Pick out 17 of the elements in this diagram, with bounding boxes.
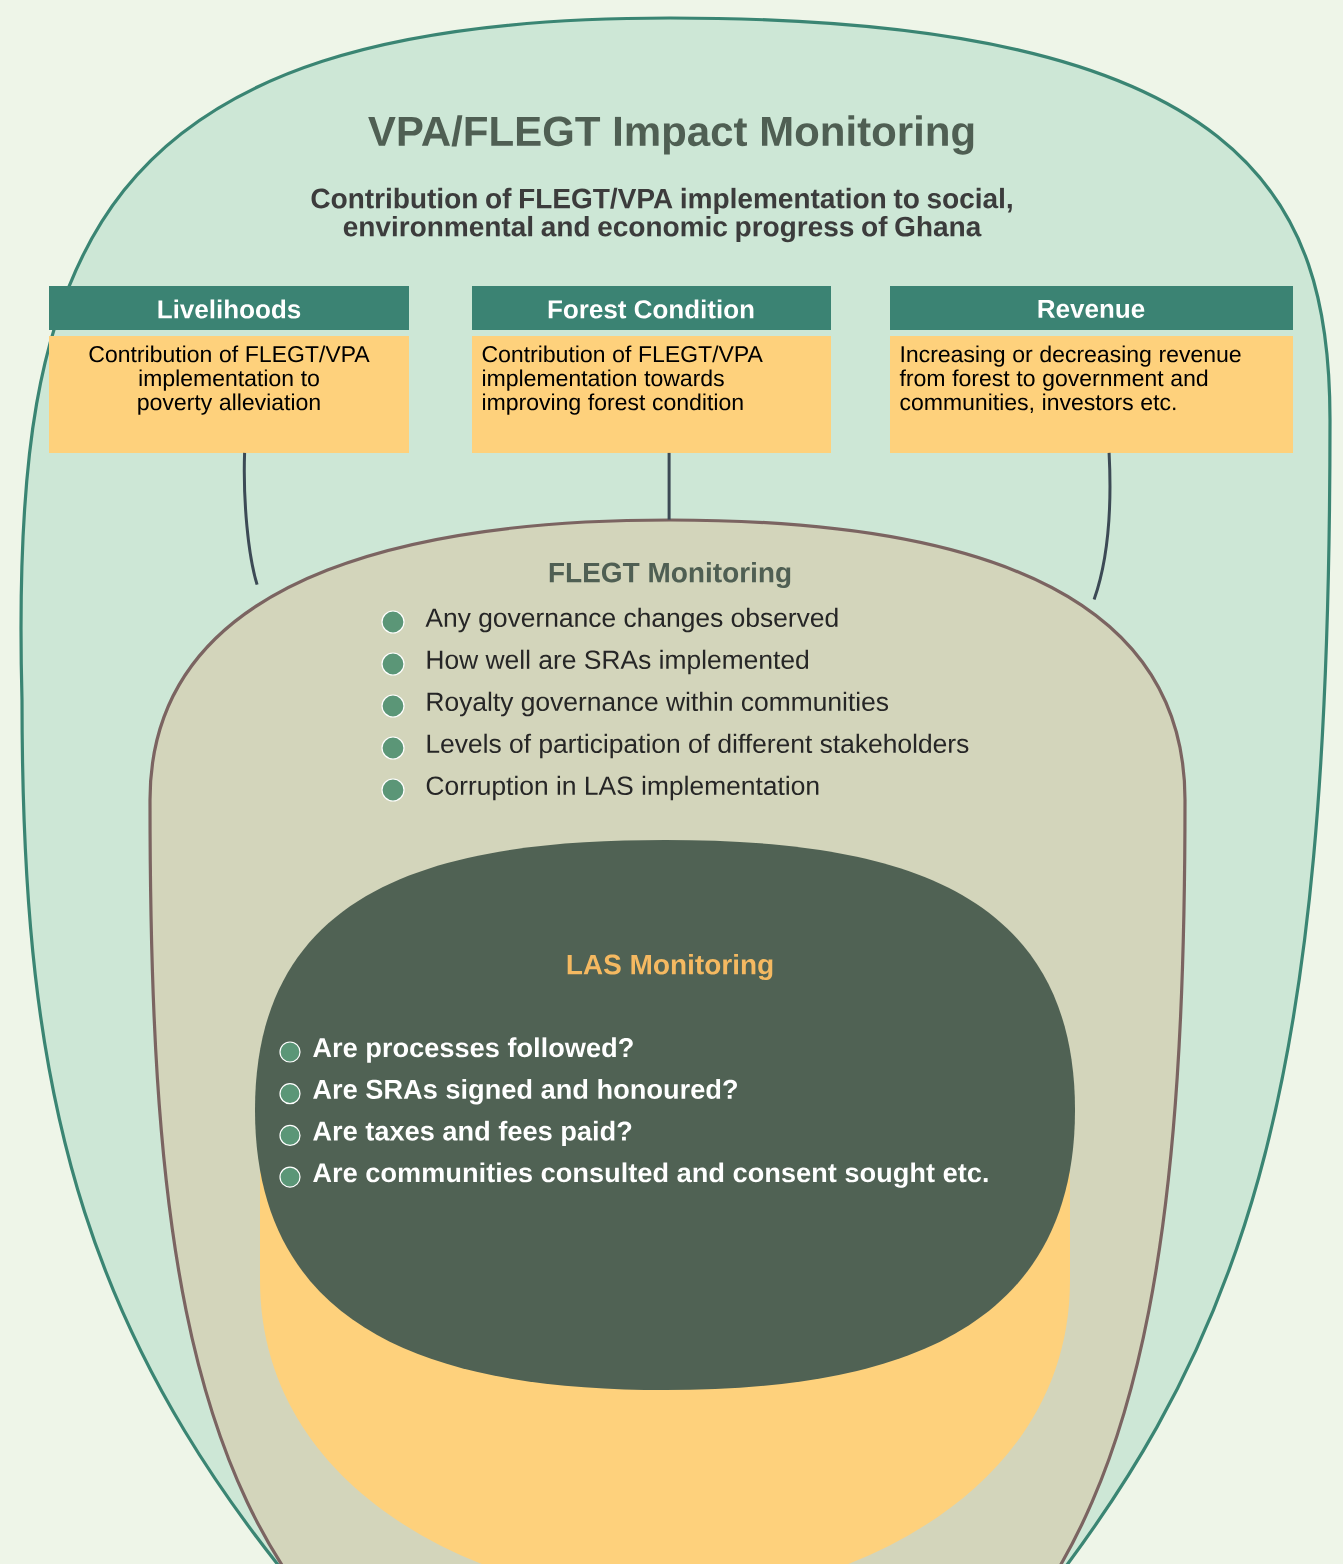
heading: FLEGT Monitoring bbox=[549, 561, 791, 589]
card-header: Revenue bbox=[890, 286, 1293, 330]
subtitle: Contribution of FLEGT/VPA implementation to social, environmental and economic progress of Ghana bbox=[311, 187, 1012, 243]
bullet-item: How well are SRAs implemented bbox=[381, 649, 809, 676]
card-body: Contribution of FLEGT/VPA implementation to poverty alleviation bbox=[49, 336, 409, 453]
card-body: Increasing or decreasing revenue from forest to government and communities, investors etc. bbox=[890, 336, 1293, 453]
connector-line bbox=[667, 452, 671, 520]
connector-line bbox=[242, 452, 259, 585]
bullet-item: Levels of participation of different stakeholders bbox=[381, 733, 969, 760]
connector-line bbox=[1092, 452, 1112, 601]
card-header: Livelihoods bbox=[49, 286, 409, 330]
bullet-item: Corruption in LAS implementation bbox=[381, 775, 819, 802]
card-header: Forest Condition bbox=[472, 286, 831, 330]
title: VPA/FLEGT Impact Monitoring bbox=[368, 115, 974, 155]
bullet-item: Any governance changes observed bbox=[381, 607, 838, 634]
bullet-item: Royalty governance within communities bbox=[381, 691, 889, 718]
card-body: Contribution of FLEGT/VPA implementation towards improving forest condition bbox=[472, 336, 831, 453]
